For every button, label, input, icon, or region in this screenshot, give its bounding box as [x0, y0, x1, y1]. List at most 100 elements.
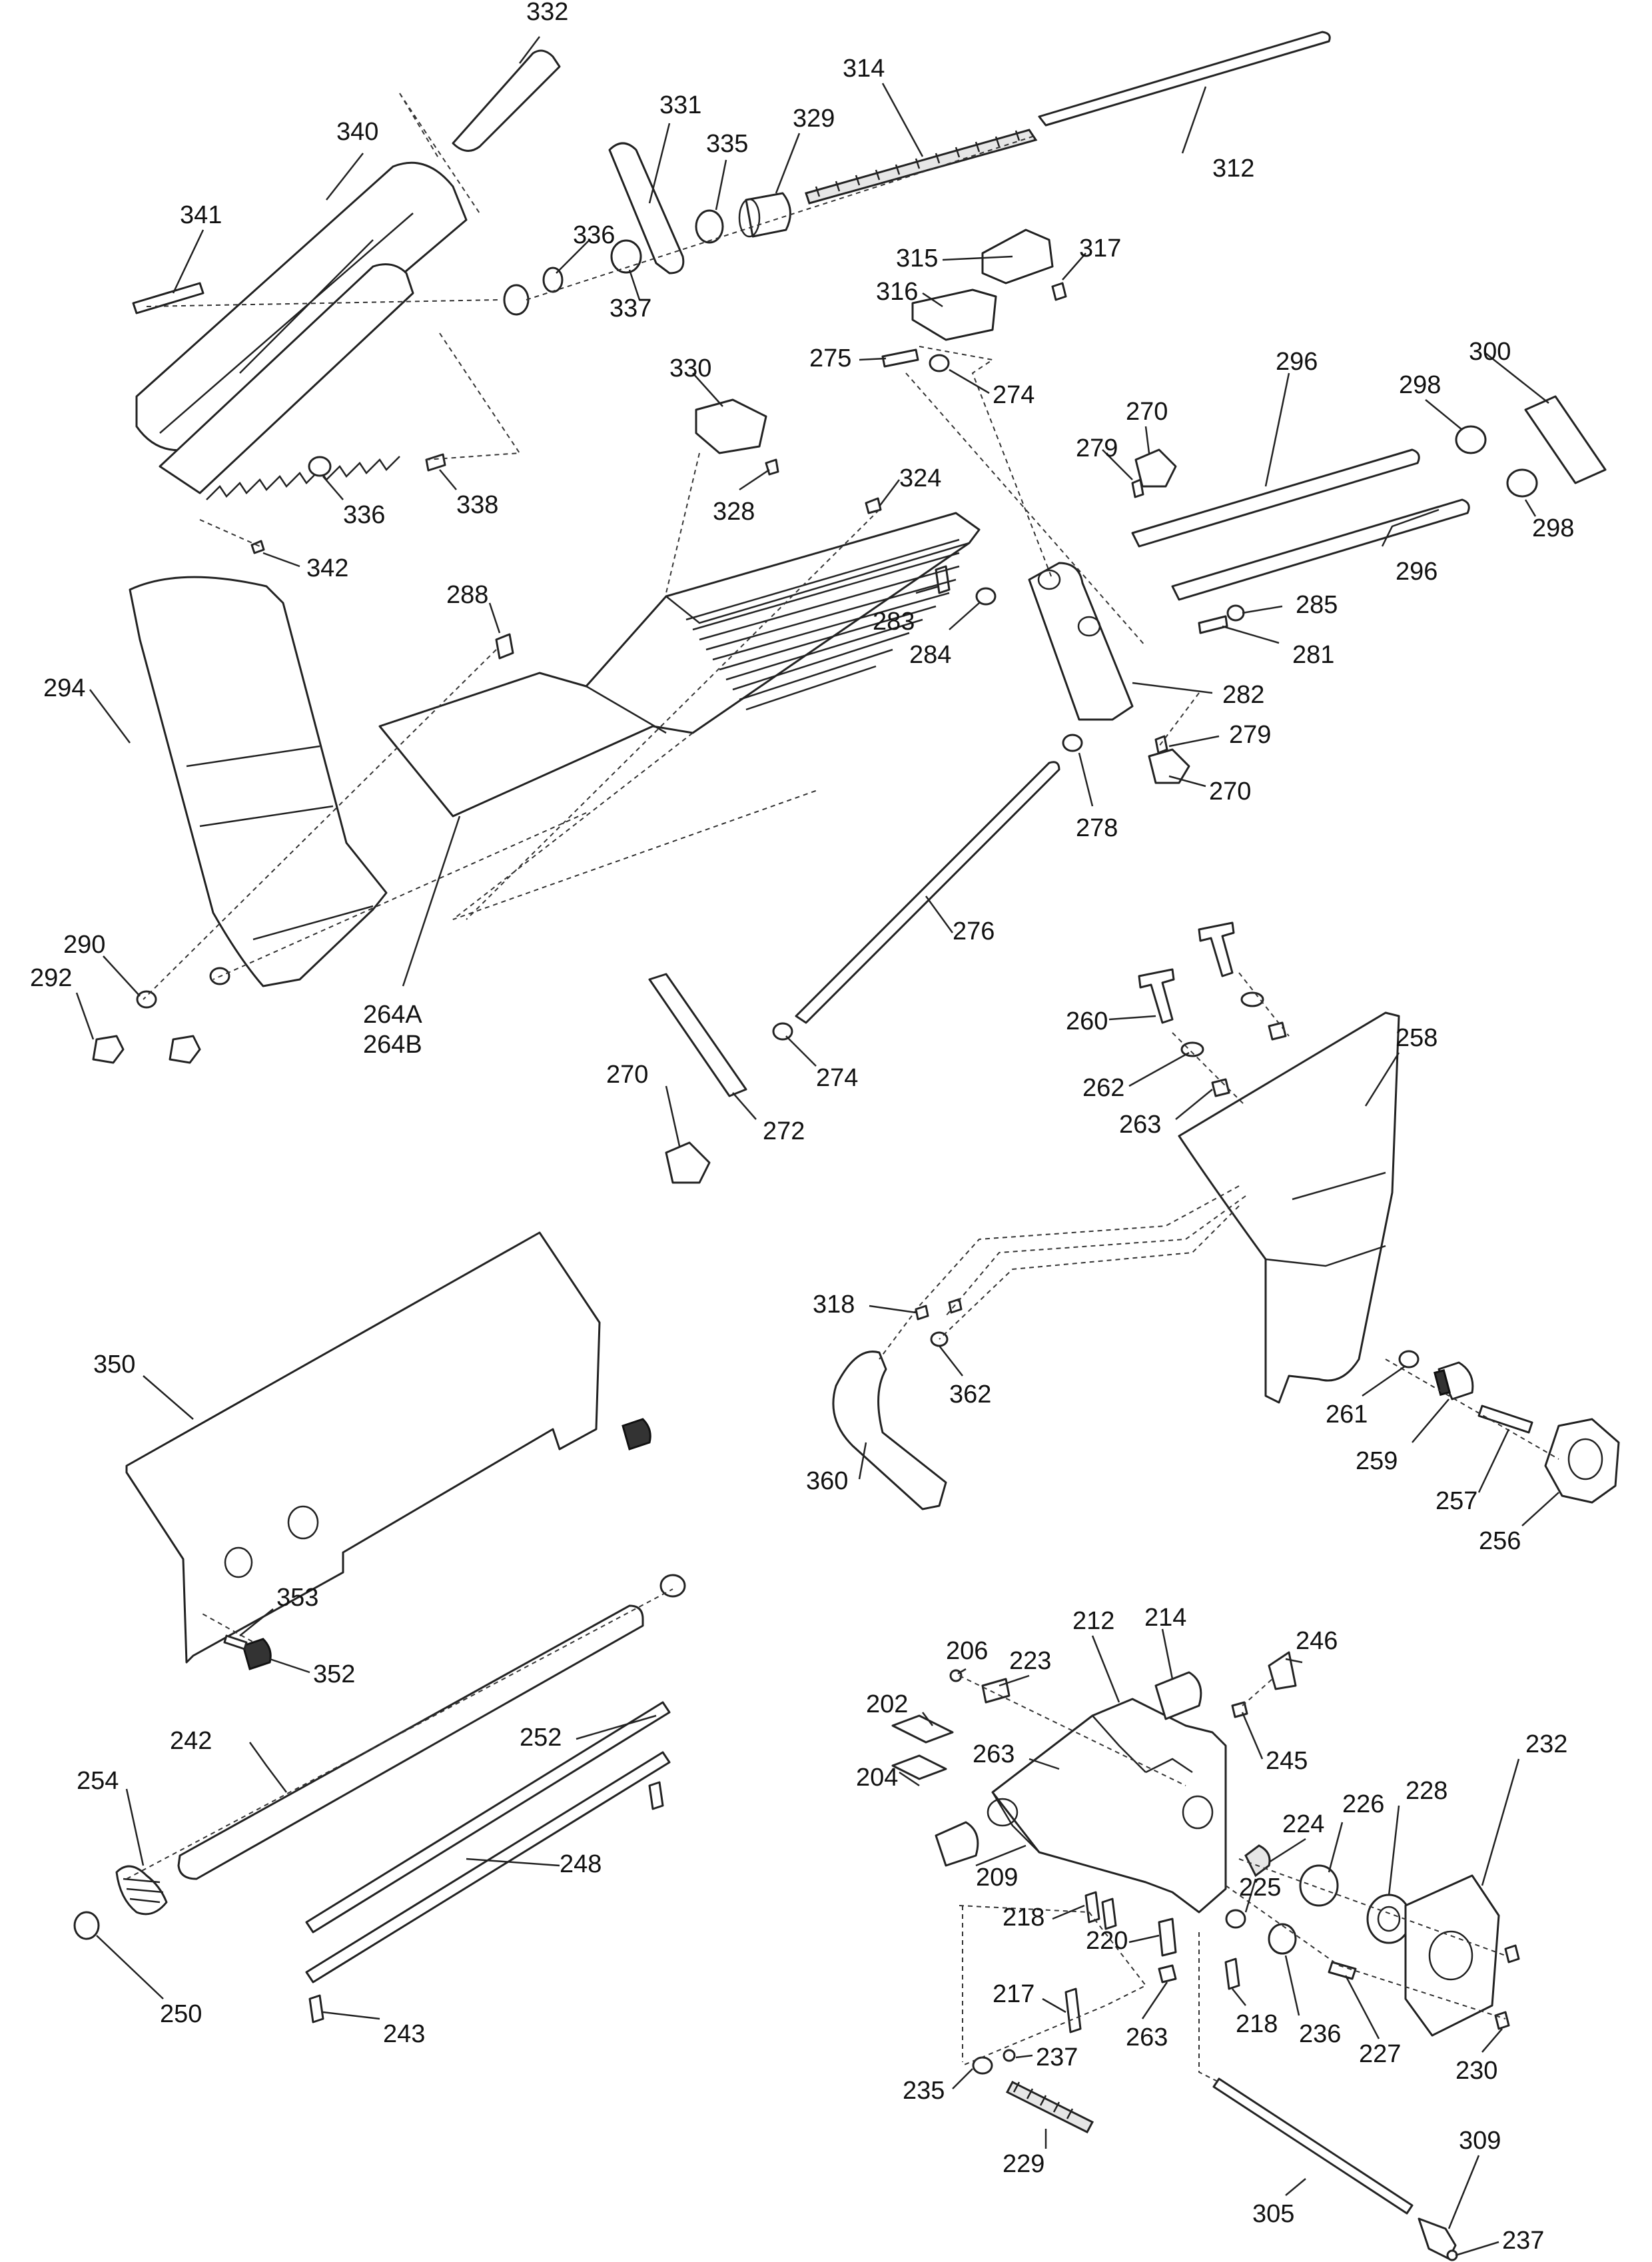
part-223-fitting — [981, 1678, 1011, 1704]
callout-223: 223 — [1009, 1647, 1051, 1675]
callout-237: 237 — [1502, 2227, 1544, 2255]
callout-254: 254 — [77, 1767, 119, 1795]
callout-290: 290 — [63, 931, 105, 959]
part-294-shield — [129, 576, 388, 987]
part-330-block — [695, 398, 767, 454]
part-274-washer-lower — [772, 1022, 793, 1041]
callout-229: 229 — [1003, 2150, 1044, 2178]
part-337-oring — [610, 239, 642, 274]
part-260-bolt — [1138, 968, 1175, 1024]
part-243-screw-2 — [648, 1781, 664, 1810]
part-360-handle — [832, 1351, 947, 1510]
callout-242: 242 — [170, 1727, 212, 1755]
callout-285: 285 — [1296, 591, 1338, 619]
part-318-screw — [915, 1305, 929, 1321]
callout-316: 316 — [876, 278, 918, 306]
callout-315: 315 — [896, 245, 938, 273]
part-250-cap — [73, 1911, 100, 1940]
callout-237: 237 — [1036, 2043, 1078, 2071]
part-262-washer-2 — [1240, 991, 1264, 1007]
callout-257: 257 — [1436, 1487, 1477, 1515]
part-263-nut-3 — [1158, 1964, 1177, 1983]
callout-236: 236 — [1299, 2020, 1341, 2048]
callout-342: 342 — [306, 554, 348, 582]
callout-298: 298 — [1399, 371, 1441, 399]
callout-270: 270 — [606, 1061, 648, 1089]
callout-274: 274 — [993, 381, 1034, 409]
parts-layer — [73, 31, 1620, 2261]
callout-243: 243 — [383, 2020, 425, 2048]
callout-335: 335 — [706, 130, 748, 158]
part-332-rod — [452, 49, 561, 152]
part-298-cap-upper — [1455, 425, 1487, 454]
part-263-nut-2 — [1268, 1021, 1287, 1041]
callout-204: 204 — [856, 1764, 898, 1792]
callout-274: 274 — [816, 1064, 858, 1092]
callout-labels: 332 340 331 314 335 329 312 341 336 337 … — [30, 0, 1574, 2255]
callout-338: 338 — [456, 491, 498, 519]
part-204-plate — [891, 1754, 947, 1780]
callout-305: 305 — [1252, 2200, 1294, 2228]
part-237-ball-2 — [1446, 2249, 1458, 2261]
part-230-screw-2 — [1494, 2011, 1510, 2030]
callout-214: 214 — [1144, 1604, 1186, 1632]
part-318-screw-2 — [948, 1298, 963, 1314]
part-342-screw — [250, 540, 265, 554]
callout-230: 230 — [1455, 2057, 1497, 2085]
callout-272: 272 — [763, 1117, 805, 1145]
part-317-setscrew — [1051, 282, 1067, 301]
callout-276: 276 — [953, 917, 995, 945]
part-217-screw — [1064, 1987, 1082, 2033]
part-340-plate — [135, 161, 468, 452]
part-270-knob-upper — [1134, 448, 1177, 488]
part-292-nut — [92, 1035, 125, 1064]
part-336-lower — [308, 456, 332, 477]
part-350-knob — [621, 1418, 651, 1450]
part-290-washer — [136, 990, 157, 1009]
part-259-knob — [1438, 1361, 1474, 1401]
callout-284: 284 — [909, 641, 951, 669]
part-281-screw — [1198, 615, 1228, 634]
callout-212: 212 — [1072, 1607, 1114, 1635]
part-218-screw — [1084, 1891, 1100, 1924]
callout-341: 341 — [180, 201, 222, 229]
part-261-nut — [1398, 1350, 1420, 1369]
part-324-screw — [865, 497, 882, 514]
callout-256: 256 — [1479, 1527, 1521, 1555]
part-237-ball — [1003, 2049, 1016, 2062]
callout-360: 360 — [806, 1467, 848, 1495]
callout-209: 209 — [976, 1864, 1018, 1892]
part-225-washer — [1225, 1909, 1246, 1929]
callout-250: 250 — [160, 2000, 202, 2028]
part-209-bushing — [935, 1821, 979, 1867]
callout-270: 270 — [1209, 778, 1251, 806]
part-227-pin — [1328, 1961, 1357, 1980]
part-328-setscrew — [765, 458, 779, 476]
part-284-washer — [975, 587, 997, 606]
part-276-rod — [795, 761, 1060, 1024]
part-285-nut — [1226, 604, 1245, 622]
part-315-bracket — [981, 229, 1054, 284]
callout-300: 300 — [1469, 338, 1511, 366]
callout-226: 226 — [1342, 1790, 1384, 1818]
callout-329: 329 — [793, 105, 835, 133]
callout-225: 225 — [1239, 1874, 1281, 1902]
part-263-nut — [1211, 1078, 1230, 1097]
callout-324: 324 — [899, 464, 941, 492]
part-352-knob — [242, 1638, 272, 1670]
callout-292: 292 — [30, 964, 72, 992]
part-220-pin — [1158, 1918, 1177, 1957]
part-262-washer — [1180, 1041, 1204, 1057]
callout-248: 248 — [560, 1850, 602, 1878]
callout-228: 228 — [1406, 1777, 1447, 1805]
callout-331: 331 — [659, 91, 701, 119]
callout-261: 261 — [1326, 1401, 1368, 1428]
callout-206: 206 — [946, 1637, 988, 1665]
callout-235: 235 — [903, 2077, 945, 2105]
callout-275: 275 — [809, 344, 851, 372]
callout-224: 224 — [1282, 1810, 1324, 1838]
callout-294: 294 — [43, 674, 85, 702]
part-292-nut-2 — [169, 1035, 201, 1064]
callout-336: 336 — [573, 221, 615, 249]
